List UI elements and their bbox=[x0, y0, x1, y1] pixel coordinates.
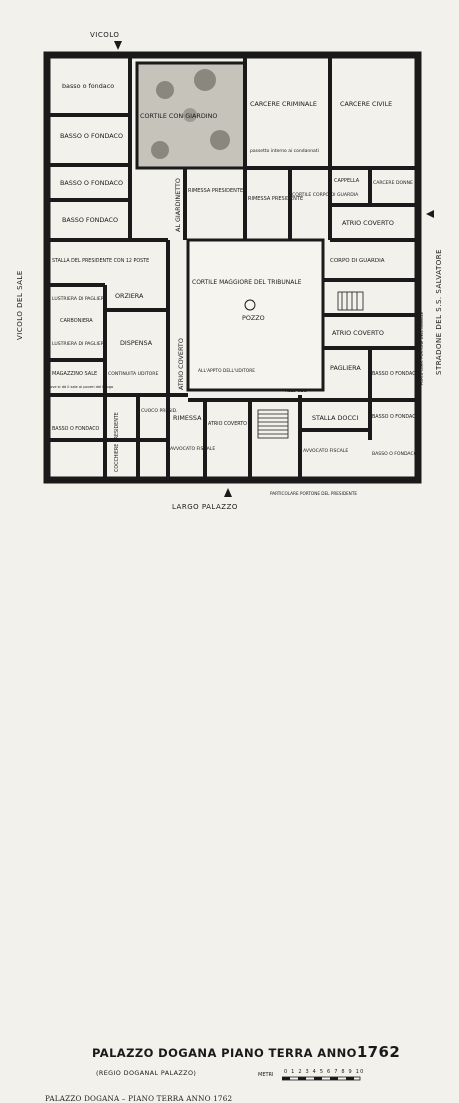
room-atrio-coverto-1: ATRIO COVERTO bbox=[342, 219, 394, 227]
room-magazzino-sale: MAGAZZINO SALE bbox=[52, 371, 97, 377]
street-west: VICOLO DEL SALE bbox=[16, 270, 24, 340]
plan-subtitle: (REGIO DOGANAL PALAZZO) bbox=[96, 1069, 197, 1077]
room-rimessa: RIMESSA bbox=[173, 414, 202, 422]
street-south: LARGO PALAZZO bbox=[172, 503, 238, 511]
room-carbonaia: CARBONIERA bbox=[60, 318, 93, 324]
note-portone: PARTICOLARE PORTONE DEL PRESIDENTE bbox=[270, 491, 357, 496]
room-basso-fondaco-2: BASSO O FONDACO bbox=[60, 132, 123, 140]
north-entrance-arrow bbox=[114, 41, 122, 50]
room-corpo-di-guardia: CORPO DI GUARDIA bbox=[330, 258, 385, 264]
room-cortile-maggiore: CORTILE MAGGIORE DEL TRIBUNALE bbox=[192, 279, 302, 286]
room-rimessa-presidente: RIMESSA PRESIDENTE bbox=[188, 188, 243, 194]
plan-title: PALAZZO DOGANA PIANO TERRA ANNO1762 bbox=[92, 1043, 400, 1061]
interior-walls bbox=[47, 55, 418, 480]
room-orziera: ORZIERA bbox=[115, 292, 144, 300]
outer-walls bbox=[43, 51, 422, 484]
street-east: STRADONE DEL S.S. SALVATORE bbox=[435, 249, 443, 375]
staircase bbox=[257, 291, 364, 439]
garden-area bbox=[135, 61, 247, 170]
room-cortile-corpo-guardia: CORTILE CORPO DI GUARDIA bbox=[292, 192, 359, 198]
room-cappella: CAPPELLA bbox=[334, 178, 360, 184]
room-cocchiere: COCCHIERE PRESIDENTE bbox=[114, 412, 120, 472]
floor-plan: VICOLO VICOLO DEL SALE STRADONE DEL S.S.… bbox=[16, 31, 443, 511]
room-atrio-coverto-2: ATRIO COVERTO bbox=[177, 338, 185, 390]
figure-caption: PALAZZO DOGANA – PIANO TERRA ANNO 1762 bbox=[45, 1094, 233, 1103]
room-lustriera-pagliera-1: LUSTRIERA DI PAGLIERA bbox=[52, 296, 108, 302]
title-block: PALAZZO DOGANA PIANO TERRA ANNO1762 (REG… bbox=[0, 520, 459, 1103]
room-pozzo: POZZO bbox=[242, 314, 265, 322]
room-basso-fondaco-5: BASSO O FONDACO bbox=[372, 371, 420, 377]
east-entrance-arrow bbox=[426, 210, 434, 218]
scale-label: METRI bbox=[258, 1072, 274, 1078]
room-basso-fondaco-3: BASSO O FONDACO bbox=[60, 179, 123, 187]
room-avvocato-fiscale-2: AVVOCATO FISCALE bbox=[303, 448, 348, 454]
note-porta: PORTA CARR. PORTONE DELL'ANIMALE bbox=[419, 311, 424, 385]
plan-year: 1762 bbox=[356, 1043, 401, 1061]
room-carcere-criminale-note: passetto interno ai condannati bbox=[250, 148, 319, 154]
room-rimessa-presidente-2: RIMESSA PRESIDENTE bbox=[248, 196, 303, 202]
room-alle-gde: ALLE GDE bbox=[285, 388, 307, 394]
room-cuoco: CUOCO PRESID. bbox=[141, 408, 178, 414]
room-continuita-uditore: CONTINUITA UDITORE bbox=[108, 371, 158, 377]
south-entrance-arrow bbox=[224, 488, 232, 497]
room-basso-fondaco-4: BASSO FONDACO bbox=[62, 216, 118, 224]
street-north: VICOLO bbox=[90, 31, 119, 39]
room-carcere-donne: CARCERE DONNE bbox=[373, 180, 413, 186]
room-atrio-coverto-4: ATRIO COVERTO bbox=[208, 421, 247, 427]
room-magazzino-note: ove si dà il sale ai poveri del Luogo bbox=[50, 385, 113, 389]
room-atrio-coverto-3: ATRIO COVERTO bbox=[332, 329, 384, 337]
room-basso-fondaco-7: BASSO O FONDACO bbox=[52, 426, 100, 432]
room-labels: basso o fondaco BASSO O FONDACO BASSO O … bbox=[50, 82, 424, 496]
room-lustriera-pagliera-2: LUSTRIERA DI PAGLIERA bbox=[52, 341, 108, 347]
plan-title-text: PALAZZO DOGANA PIANO TERRA ANNO bbox=[92, 1046, 357, 1060]
room-basso-fondaco-8: BASSO O FONDACO bbox=[372, 451, 418, 457]
entrance-arrows bbox=[114, 41, 434, 497]
room-basso-fondaco-6: BASSO O FONDACO bbox=[372, 414, 420, 420]
room-carcere-civile: CARCERE CIVILE bbox=[340, 100, 392, 108]
room-dispensa: DISPENSA bbox=[120, 339, 153, 347]
scale-numbers: 0 1 2 3 4 5 6 7 8 9 10 bbox=[284, 1069, 365, 1075]
room-pagliera: PAGLIERA bbox=[330, 364, 361, 372]
room-carcere-criminale: CARCERE CRIMINALE bbox=[250, 100, 317, 108]
scale-bar bbox=[282, 1076, 361, 1081]
room-avvocato-fiscale-1: AVVOCATO FISCALE bbox=[170, 446, 215, 452]
room-stalla-presidente: STALLA DEL PRESIDENTE CON 12 POSTE bbox=[52, 258, 149, 264]
room-cortile-giardino: CORTILE CON GIARDINO bbox=[140, 112, 217, 120]
room-stalla: STALLA DOCCI bbox=[312, 414, 358, 422]
room-all-appto: ALL'APPTO DELL'UDITORE bbox=[198, 368, 255, 374]
room-al-giardinetto: AL GIARDINETTO bbox=[174, 178, 182, 232]
room-basso-fondaco-1: basso o fondaco bbox=[62, 82, 114, 90]
